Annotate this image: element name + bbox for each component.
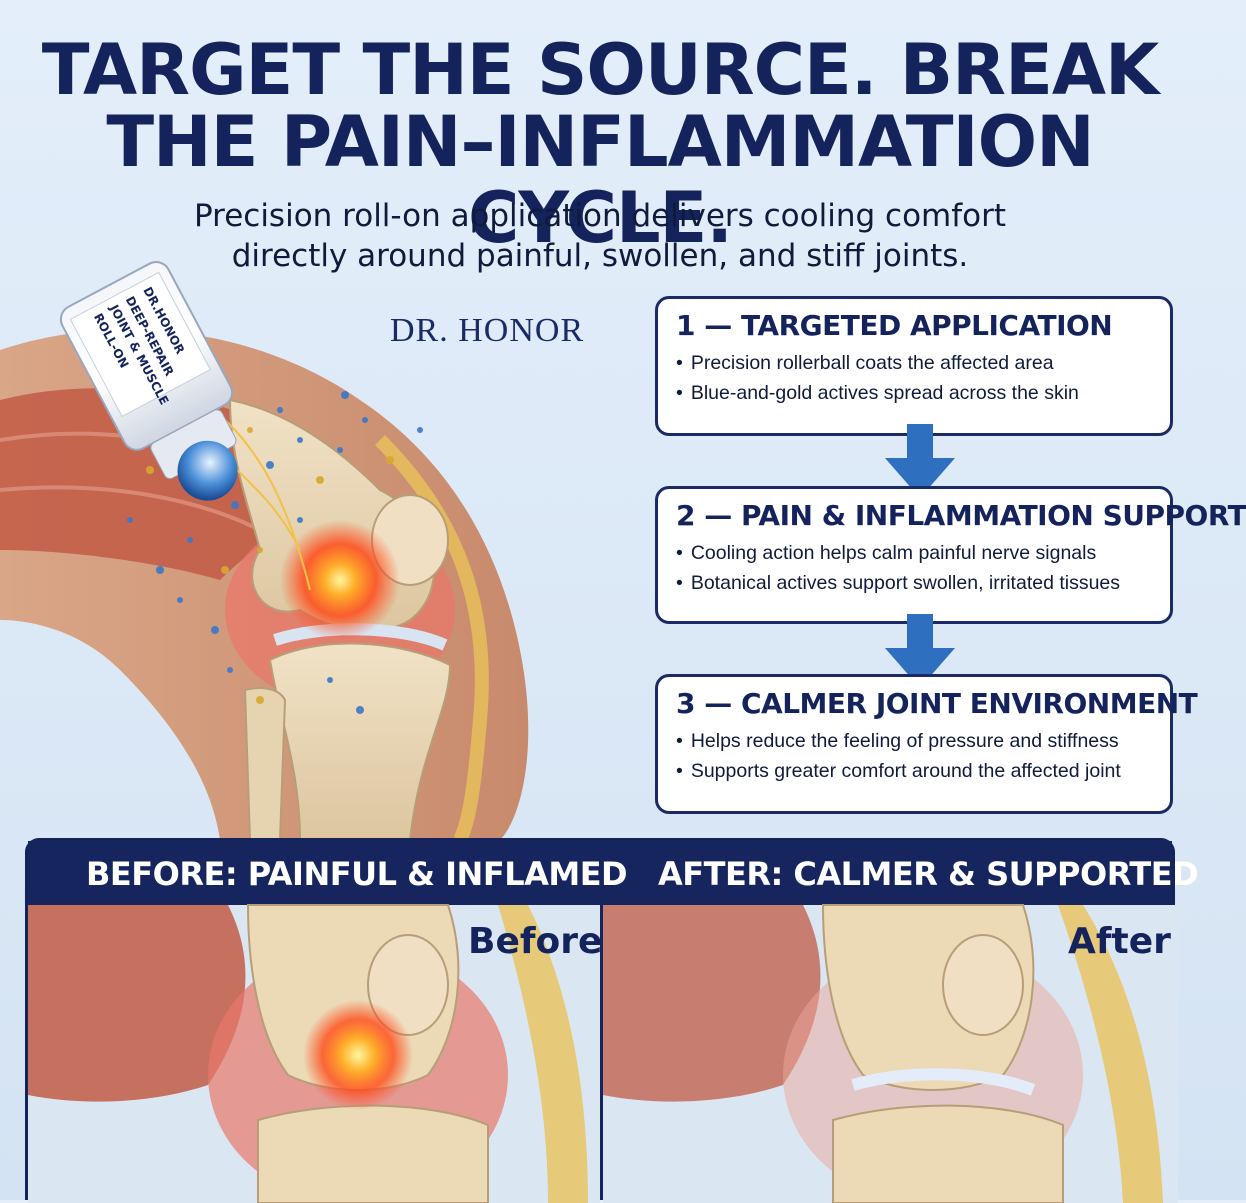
fibula-shape [243,687,287,841]
subheadline-line-2: directly around painful, swollen, and st… [231,238,969,274]
step-card-3: 3 — CALMER JOINT ENVIRONMENT Helps reduc… [655,674,1198,814]
step-1-title: 1 — TARGETED APPLICATION [676,309,1113,342]
headline-line-2: THE PAIN–INFLAMMATION CYCLE. [106,101,1094,259]
after-knee-image [603,904,1178,1203]
step-3-bullet-2: Supports greater comfort around the affe… [676,756,1152,786]
panel-divider [600,841,603,1200]
step-1-bullet-1: Precision rollerball coats the affected … [676,348,1152,378]
step-1-bullet-2: Blue-and-gold actives spread across the … [676,378,1152,408]
headline-line-1: TARGET THE SOURCE. BREAK [41,29,1160,111]
before-label: Before [468,921,603,962]
step-2-bullet-1: Cooling action helps calm painful nerve … [676,538,1152,568]
step-2-bullet-2: Botanical actives support swollen, irrit… [676,568,1152,598]
inflammation-glow [280,520,400,640]
roll-on-bottle: DR.HONOR DEEP-REPAIR JOINT & MUSCLE ROLL… [59,261,238,501]
step-2-title: 2 — PAIN & INFLAMMATION SUPPORT [676,499,1246,532]
step-3-title: 3 — CALMER JOINT ENVIRONMENT [676,687,1198,720]
before-knee-image [28,904,600,1203]
after-title: AFTER: CALMER & SUPPORTED [658,855,1199,893]
down-arrow-icon [885,424,955,498]
before-title: BEFORE: PAINFUL & INFLAMED [86,855,628,893]
brand-logo: DR. HONOR [390,312,585,349]
subheadline-line-1: Precision roll-on application delivers c… [193,198,1007,234]
step-card-1: 1 — TARGETED APPLICATION Precision rolle… [655,296,1173,436]
knee-joint-illustration: DR.HONOR DEEP-REPAIR JOINT & MUSCLE ROLL… [0,261,529,844]
step-3-bullet-1: Helps reduce the feeling of pressure and… [676,726,1152,756]
down-arrow-icon [885,614,955,688]
rollerball [177,440,238,501]
tibia-shape [268,642,452,841]
step-card-2: 2 — PAIN & INFLAMMATION SUPPORT Cooling … [655,486,1246,624]
before-after-panel: BEFORE: PAINFUL & INFLAMED AFTER: CALMER… [25,838,1199,1203]
after-label: After [1068,921,1171,962]
